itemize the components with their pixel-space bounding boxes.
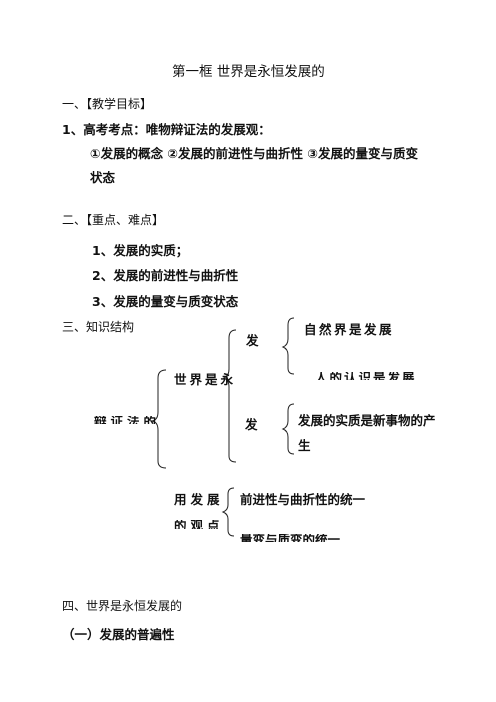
key-point-3: 3、发展的量变与质变状态	[92, 294, 239, 309]
child2-brace	[281, 403, 295, 455]
goals-line-1: ①发展的概念 ②发展的前进性与曲折性 ③发展的量变与质变	[90, 146, 418, 161]
section3-heading: 三、知识结构	[62, 320, 135, 334]
child2-label: 发展	[245, 417, 258, 432]
section4-heading: 四、世界是永恒发展的	[62, 599, 183, 613]
branch2-label: 用发展	[174, 492, 224, 507]
child2-leaf-line-2: 生	[298, 438, 311, 453]
branch2-label-line-2: 的观点	[174, 520, 224, 529]
page-title: 第一框 世界是永恒发展的	[172, 64, 325, 80]
root-label: 辩证法的	[94, 416, 161, 424]
goals-line-2: 状态	[90, 170, 116, 185]
child1-brace	[281, 317, 295, 375]
branch2-brace	[221, 487, 235, 537]
child1-leaf-2: 人的认识是发展	[315, 372, 417, 380]
child1-leaf-1: 自然界是发展	[304, 322, 395, 337]
child2-leaf-line-1: 发展的实质是新事物的产	[298, 413, 436, 428]
key-point-1: 1、发展的实质；	[92, 243, 189, 258]
branch1-brace	[222, 329, 237, 463]
branch1-label: 世界是永	[174, 372, 237, 387]
child1-label: 发展	[246, 333, 259, 348]
root-brace	[151, 369, 167, 469]
key-point-2: 2、发展的前进性与曲折性	[92, 268, 239, 283]
section2-heading: 二、【重点、难点】	[62, 213, 165, 227]
branch2-leaf-2: 量变与质变的统一	[240, 534, 341, 542]
branch2-leaf-1: 前进性与曲折性的统一	[240, 492, 366, 507]
section4-subheading: （一）发展的普遍性	[62, 627, 175, 642]
section1-heading: 一、【教学目标】	[62, 97, 153, 111]
exam-point: 1、高考考点：唯物辩证法的发展观：	[62, 122, 271, 137]
